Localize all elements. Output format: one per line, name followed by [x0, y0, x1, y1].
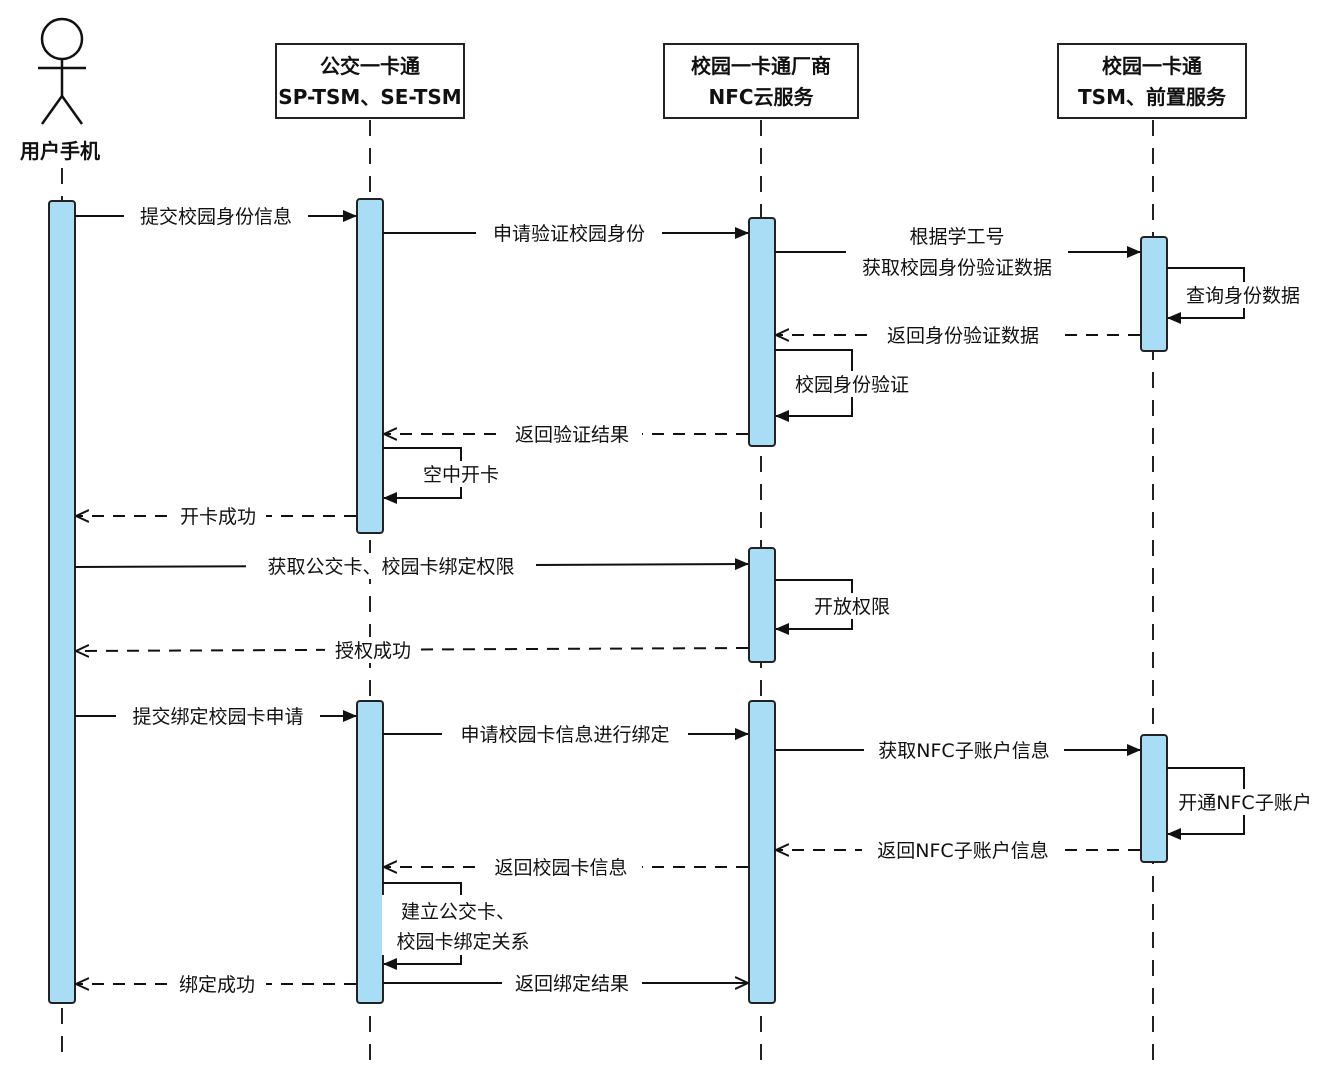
- message-label: 开放权限: [814, 596, 890, 618]
- activation-nfc-cloud-1: [748, 217, 776, 447]
- message-label: 校园身份验证: [795, 374, 909, 396]
- participant-campus-tsm-line2: TSM、前置服务: [1078, 85, 1227, 109]
- participant-nfc-cloud-line2: NFC云服务: [708, 85, 814, 109]
- message-label: 返回绑定结果: [515, 973, 629, 995]
- participant-nfc-cloud-line1: 校园一卡通厂商: [691, 54, 831, 78]
- participant-campus-tsm-line1: 校园一卡通: [1102, 54, 1202, 78]
- self-message-establish-binding: 建立公交卡、 校园卡绑定关系: [382, 882, 546, 970]
- message-label: 返回NFC子账户信息: [877, 840, 1048, 862]
- message-label: 开通NFC子账户: [1178, 792, 1311, 814]
- message-label: 获取公交卡、校园卡绑定权限: [267, 556, 514, 578]
- self-message-over-the-air-issue: 空中开卡: [383, 447, 509, 504]
- message-label: 返回校园卡信息: [494, 857, 627, 879]
- message-label: 申请校园卡信息进行绑定: [460, 724, 669, 746]
- message-label: 开卡成功: [180, 506, 256, 528]
- self-message-query-identity-data: 查询身份数据: [1167, 267, 1310, 324]
- self-message-open-nfc-subaccount: 开通NFC子账户: [1167, 767, 1322, 840]
- message-fetch-identity-data: 根据学工号 获取校园身份验证数据: [775, 222, 1141, 280]
- message-label: 查询身份数据: [1186, 285, 1300, 307]
- activation-campus-tsm-2: [1140, 734, 1168, 863]
- message-authorize-success: 授权成功: [76, 637, 749, 663]
- message-label: 空中开卡: [423, 464, 499, 486]
- participant-sp-tsm-line2: SP-TSM、SE-TSM: [278, 85, 461, 109]
- message-label-line2: 校园卡绑定关系: [396, 931, 529, 953]
- message-label: 返回身份验证数据: [887, 325, 1039, 347]
- activation-campus-tsm-1: [1140, 236, 1168, 352]
- activation-nfc-cloud-2: [748, 547, 776, 663]
- message-binding-success: 绑定成功: [76, 971, 356, 997]
- participant-sp-tsm: 公交一卡通 SP-TSM、SE-TSM: [275, 43, 465, 119]
- activation-sp-tsm-2: [356, 700, 384, 1004]
- activation-sp-tsm-1: [356, 198, 384, 534]
- message-label: 申请验证校园身份: [493, 223, 645, 245]
- message-label: 返回验证结果: [515, 424, 629, 446]
- message-submit-binding-request: 提交绑定校园卡申请: [75, 703, 357, 729]
- message-label-line1: 建立公交卡、: [401, 901, 515, 923]
- message-label: 授权成功: [335, 640, 411, 662]
- message-request-card-info-binding: 申请校园卡信息进行绑定: [383, 721, 749, 747]
- message-label: 获取NFC子账户信息: [878, 740, 1049, 762]
- message-submit-campus-identity: 提交校园身份信息: [75, 203, 357, 229]
- message-return-binding-result: 返回绑定结果: [383, 970, 748, 996]
- message-issue-success: 开卡成功: [76, 503, 356, 529]
- message-label-line2: 获取校园身份验证数据: [862, 257, 1052, 279]
- message-label-line1: 根据学工号: [909, 226, 1004, 248]
- message-return-card-info: 返回校园卡信息: [384, 854, 748, 880]
- participant-campus-tsm: 校园一卡通 TSM、前置服务: [1057, 43, 1247, 119]
- message-fetch-nfc-subaccount: 获取NFC子账户信息: [775, 737, 1141, 763]
- participant-nfc-cloud: 校园一卡通厂商 NFC云服务: [663, 43, 859, 119]
- activation-user: [48, 200, 76, 1004]
- message-request-binding-permission: 获取公交卡、校园卡绑定权限: [74, 553, 749, 579]
- message-request-verify-identity: 申请验证校园身份: [383, 220, 749, 246]
- message-return-identity-data: 返回身份验证数据: [776, 322, 1140, 348]
- actor-user-icon: [38, 17, 86, 125]
- self-message-open-permission: 开放权限: [775, 579, 900, 635]
- message-label: 提交绑定校园卡申请: [132, 706, 303, 728]
- self-message-campus-identity-verify: 校园身份验证: [775, 349, 920, 422]
- message-label: 提交校园身份信息: [140, 206, 292, 228]
- activation-nfc-cloud-3: [748, 700, 776, 1004]
- message-return-nfc-subaccount: 返回NFC子账户信息: [776, 837, 1140, 863]
- message-label: 绑定成功: [179, 974, 255, 996]
- message-return-verify-result: 返回验证结果: [384, 421, 748, 447]
- participant-user-label: 用户手机: [20, 139, 100, 163]
- participant-sp-tsm-line1: 公交一卡通: [320, 54, 420, 78]
